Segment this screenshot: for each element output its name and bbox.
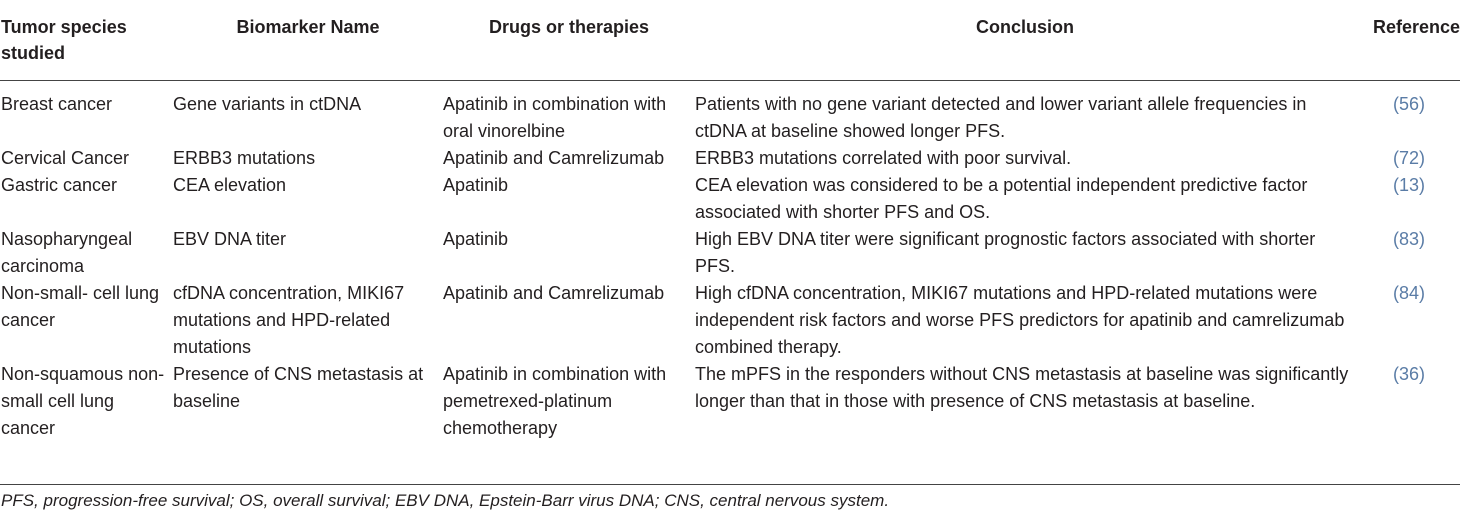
cell-drugs: Apatinib and Camrelizumab [443,282,665,303]
reference-link[interactable]: (83) [1393,228,1426,249]
table-row: Nasopharyngeal carcinoma EBV DNA titer A… [0,226,1460,280]
table-row: Cervical Cancer ERBB3 mutations Apatinib… [0,145,1460,172]
reference-link[interactable]: (72) [1393,147,1426,168]
cell-drugs: Apatinib in combination with oral vinore… [443,93,667,141]
cell-conclusion: CEA elevation was considered to be a pot… [695,174,1308,222]
table-row: Non-small- cell lung cancer cfDNA concen… [0,280,1460,361]
header-tumor-species: Tumor species studied [0,0,173,81]
header-biomarker-name: Biomarker Name [173,0,443,81]
cell-tumor: Gastric cancer [1,174,118,195]
reference-link[interactable]: (36) [1393,363,1426,384]
cell-conclusion: The mPFS in the responders without CNS m… [695,363,1349,411]
cell-conclusion: High EBV DNA titer were significant prog… [695,228,1316,276]
cell-conclusion: ERBB3 mutations correlated with poor sur… [695,147,1072,168]
table-row: Non-squamous non-small cell lung cancer … [0,361,1460,450]
header-row: Tumor species studied Biomarker Name Dru… [0,0,1460,81]
cell-tumor: Nasopharyngeal carcinoma [1,228,133,276]
cell-conclusion: High cfDNA concentration, MIKI67 mutatio… [695,282,1345,357]
cell-drugs: Apatinib in combination with pemetrexed-… [443,363,667,438]
cell-biomarker: ERBB3 mutations [173,147,316,168]
cell-tumor: Breast cancer [1,93,113,114]
cell-biomarker: CEA elevation [173,174,287,195]
cell-biomarker: Gene variants in ctDNA [173,93,362,114]
table-row: Breast cancer Gene variants in ctDNA Apa… [0,80,1460,145]
table-header: Tumor species studied Biomarker Name Dru… [0,0,1460,81]
cell-biomarker: EBV DNA titer [173,228,287,249]
cell-drugs: Apatinib and Camrelizumab [443,147,665,168]
table-bottom-rule [0,484,1460,485]
reference-link[interactable]: (56) [1393,93,1426,114]
cell-tumor: Cervical Cancer [1,147,130,168]
cell-drugs: Apatinib [443,174,509,195]
table-footnote: PFS, progression-free survival; OS, over… [1,491,890,510]
header-drugs-therapies: Drugs or therapies [443,0,695,81]
cell-conclusion: Patients with no gene variant detected a… [695,93,1307,141]
cell-drugs: Apatinib [443,228,509,249]
cell-biomarker: cfDNA concentration, MIKI67 mutations an… [173,282,405,357]
reference-link[interactable]: (84) [1393,282,1426,303]
header-reference: Reference [1355,0,1460,81]
cell-biomarker: Presence of CNS metastasis at baseline [173,363,424,411]
header-conclusion: Conclusion [695,0,1355,81]
cell-tumor: Non-squamous non-small cell lung cancer [1,363,165,438]
reference-link[interactable]: (13) [1393,174,1426,195]
cell-tumor: Non-small- cell lung cancer [1,282,160,330]
table-body: Breast cancer Gene variants in ctDNA Apa… [0,80,1460,450]
table-row: Gastric cancer CEA elevation Apatinib CE… [0,172,1460,226]
biomarker-table: Tumor species studied Biomarker Name Dru… [0,0,1460,450]
